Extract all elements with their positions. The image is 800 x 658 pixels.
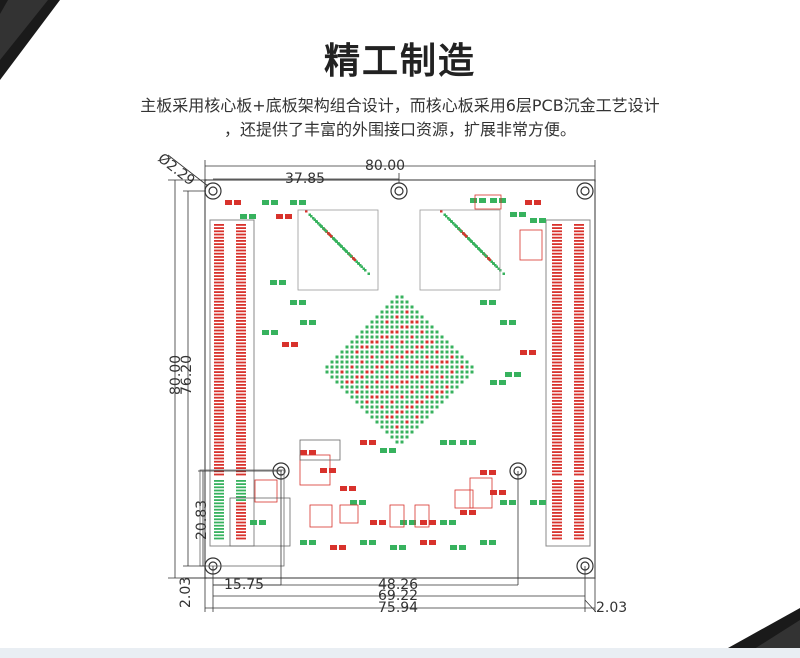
dim-span-b: 69.22 [378,588,418,604]
dim-top-hole-offset: 37.85 [285,171,325,187]
dim-board-height: 80.00 [168,355,184,395]
board-outline [204,179,596,579]
left-connector-pads [214,224,246,540]
dimension-lines [167,154,597,613]
description-line-2: ，还提供了丰富的外围接口资源，扩展非常方便。 [223,120,576,139]
right-connector-outline [545,219,591,547]
dim-span-a: 48.26 [378,577,418,593]
footer-band [0,648,800,658]
description-line-1: 主板采用核心板+底板架构组合设计，而核心板采用6层PCB沉金工艺设计 [140,96,660,115]
dim-hole-diameter: Ø2.29 [155,151,198,190]
dim-right-margin: 2.03 [596,600,627,616]
mounting-holes [204,182,594,575]
dim-bottom-hole-offset: 15.75 [224,577,264,593]
page-title: 精工制造 [323,41,476,82]
bga-chip-area [325,295,474,444]
dim-span-c: 75.94 [378,600,418,616]
component-footprints [199,194,546,567]
right-connector-pads [552,224,584,540]
dim-board-width: 80.00 [365,158,405,174]
dim-bottom-margin: 2.03 [178,577,194,608]
dim-hole-vertical-span: 76.20 [179,355,195,395]
corner-decoration-left [0,0,60,80]
dim-lower-hole-height: 20.83 [194,500,210,540]
